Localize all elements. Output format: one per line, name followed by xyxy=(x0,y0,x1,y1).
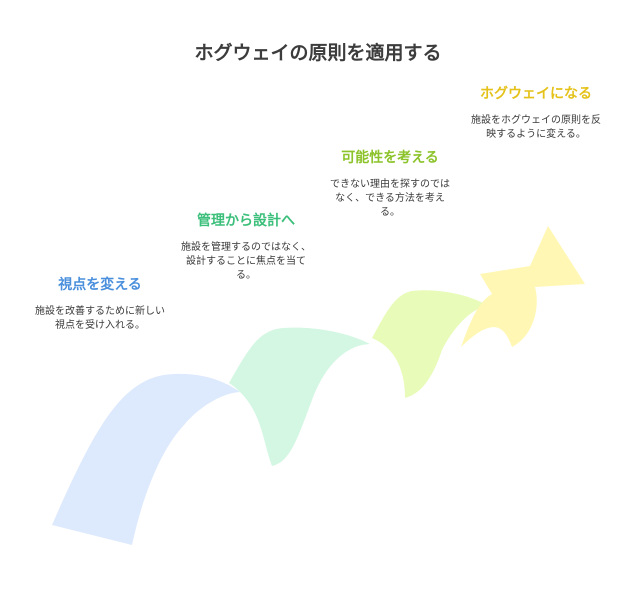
step-1-title: 視点を変える xyxy=(58,277,142,293)
step-2-description: 施設を管理するのではなく、設計することに焦点を当てる。 xyxy=(181,242,311,281)
step-management-to-design: 管理から設計へ 施設を管理するのではなく、設計することに焦点を当てる。 xyxy=(180,210,312,283)
step-4-title: ホグウェイになる xyxy=(480,86,592,102)
step-2-title: 管理から設計へ xyxy=(197,213,295,229)
wave-band-3 xyxy=(372,290,488,398)
step-become-hogway: ホグウェイになる 施設をホグウェイの原則を反映するように変える。 xyxy=(470,83,602,142)
wave-band-1 xyxy=(52,373,240,545)
step-1-description: 施設を改善するために新しい視点を受け入れる。 xyxy=(35,306,165,331)
step-3-description: できない理由を探すのではなく、できる方法を考える。 xyxy=(330,179,450,218)
page-title: ホグウェイの原則を適用する xyxy=(194,42,442,64)
step-4-description: 施設をホグウェイの原則を反映するように変える。 xyxy=(471,115,601,140)
step-3-title: 可能性を考える xyxy=(341,150,439,166)
wave-band-2 xyxy=(229,327,370,466)
step-change-perspective: 視点を変える 施設を改善するために新しい視点を受け入れる。 xyxy=(32,274,168,333)
wave-band-4-arrow xyxy=(461,226,585,347)
step-think-possibilities: 可能性を考える できない理由を探すのではなく、できる方法を考える。 xyxy=(326,147,454,220)
